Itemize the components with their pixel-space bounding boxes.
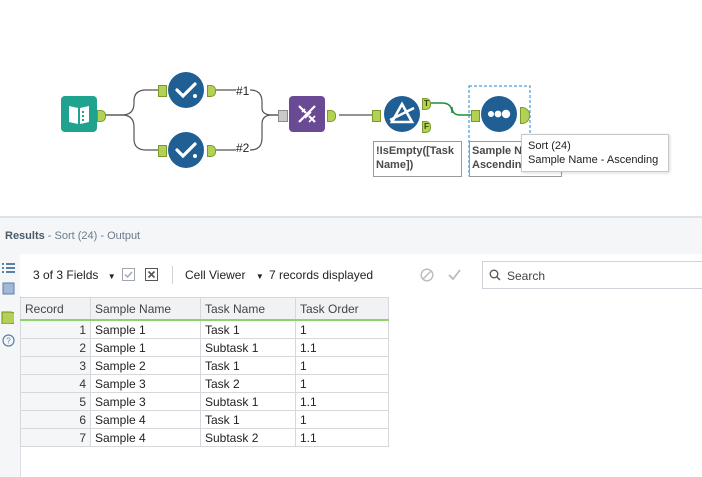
filter-triangle-icon xyxy=(389,101,415,124)
results-toolbar: 3 of 3 Fields ▼ Cell Viewer ▼ 7 records … xyxy=(20,254,702,296)
connection-lines xyxy=(100,85,531,177)
help-icon[interactable]: ? xyxy=(2,334,15,347)
search-icon xyxy=(489,269,501,281)
cell-viewer-label: Cell Viewer xyxy=(185,268,246,282)
task-order-cell[interactable]: 1 xyxy=(295,374,389,393)
table-row[interactable]: 5 Sample 3 Subtask 1 1.1 xyxy=(20,392,389,411)
book-icon xyxy=(69,106,89,124)
search-box[interactable] xyxy=(482,261,702,289)
task-order-cell[interactable]: 1 xyxy=(295,319,389,339)
column-header-task-order[interactable]: Task Order xyxy=(295,297,389,321)
dna-icon xyxy=(298,105,316,123)
table-row[interactable]: 7 Sample 4 Subtask 2 1.1 xyxy=(20,428,389,447)
search-input[interactable] xyxy=(505,266,699,286)
list-view-icon[interactable] xyxy=(2,262,15,275)
check-select-icon xyxy=(175,82,197,99)
svg-text:?: ? xyxy=(6,337,11,346)
chevron-down-icon: ▼ xyxy=(255,272,264,281)
sort-tool[interactable] xyxy=(481,96,517,132)
sample-name-cell[interactable]: Sample 4 xyxy=(90,410,201,429)
results-header: Results - Sort (24) - Output xyxy=(0,218,702,254)
task-name-cell[interactable]: Subtask 1 xyxy=(200,392,296,411)
panel-view-icon[interactable] xyxy=(2,282,15,295)
sort-dots-icon xyxy=(488,109,511,119)
union-tool[interactable] xyxy=(289,96,325,132)
input-data-tool[interactable] xyxy=(61,96,97,132)
select1-output-anchor[interactable] xyxy=(207,85,216,97)
column-header-sample-name[interactable]: Sample Name xyxy=(90,297,201,321)
task-name-cell[interactable]: Task 1 xyxy=(200,319,296,339)
record-cell[interactable]: 6 xyxy=(20,410,91,429)
grid-header-row: Record Sample Name Task Name Task Order xyxy=(20,297,389,321)
sample-name-cell[interactable]: Sample 1 xyxy=(90,319,201,339)
record-cell[interactable]: 1 xyxy=(20,319,91,339)
sort-input-anchor[interactable] xyxy=(471,110,480,122)
toolbar-separator xyxy=(172,266,173,284)
deselect-icon[interactable] xyxy=(145,268,158,281)
filter-input-anchor[interactable] xyxy=(372,110,381,122)
check-select-icon xyxy=(175,142,197,159)
task-name-cell[interactable]: Subtask 2 xyxy=(200,428,296,447)
select-tool-1[interactable] xyxy=(168,72,204,108)
results-title: Results - Sort (24) - Output xyxy=(5,230,140,242)
filter-true-anchor[interactable]: T xyxy=(422,98,431,110)
sample-name-cell[interactable]: Sample 3 xyxy=(90,374,201,393)
table-row[interactable]: 4 Sample 3 Task 2 1 xyxy=(20,374,389,393)
input-output-anchor[interactable] xyxy=(97,110,106,122)
column-header-record[interactable]: Record xyxy=(20,297,91,321)
task-name-cell[interactable]: Subtask 1 xyxy=(200,338,296,357)
table-row[interactable]: 2 Sample 1 Subtask 1 1.1 xyxy=(20,338,389,357)
union-output-anchor[interactable] xyxy=(327,110,336,122)
filter-annotation: !IsEmpty([Task Name]) xyxy=(373,141,462,177)
results-source: - Sort (24) - Output xyxy=(44,230,141,242)
table-row[interactable]: 6 Sample 4 Task 1 1 xyxy=(20,410,389,429)
sort-tooltip: Sort (24) Sample Name - Ascending xyxy=(521,134,669,172)
task-name-cell[interactable]: Task 1 xyxy=(200,356,296,375)
results-label: Results xyxy=(5,230,45,242)
record-cell[interactable]: 4 xyxy=(20,374,91,393)
cell-viewer-dropdown[interactable]: Cell Viewer ▼ xyxy=(185,268,264,282)
select2-input-anchor[interactable] xyxy=(158,145,167,157)
sample-name-cell[interactable]: Sample 1 xyxy=(90,338,201,357)
task-order-cell[interactable]: 1 xyxy=(295,356,389,375)
results-grid: Record Sample Name Task Name Task Order … xyxy=(20,297,389,447)
record-cell[interactable]: 2 xyxy=(20,338,91,357)
panel-divider[interactable] xyxy=(0,216,702,218)
table-row[interactable]: 1 Sample 1 Task 1 1 xyxy=(20,319,389,339)
connection-label-2: #2 xyxy=(236,141,250,155)
task-name-cell[interactable]: Task 1 xyxy=(200,410,296,429)
checkmark-icon[interactable] xyxy=(447,267,462,282)
sample-name-cell[interactable]: Sample 4 xyxy=(90,428,201,447)
tooltip-body: Sample Name - Ascending xyxy=(528,154,659,166)
record-cell[interactable]: 7 xyxy=(20,428,91,447)
fields-dropdown-label: 3 of 3 Fields xyxy=(33,268,99,282)
chevron-down-icon: ▼ xyxy=(107,272,116,281)
task-order-cell[interactable]: 1.1 xyxy=(295,338,389,357)
tooltip-title: Sort (24) xyxy=(528,140,571,152)
task-order-cell[interactable]: 1.1 xyxy=(295,428,389,447)
union-input-anchor[interactable] xyxy=(278,110,288,122)
record-cell[interactable]: 3 xyxy=(20,356,91,375)
cancel-circle-icon[interactable] xyxy=(420,268,434,282)
sample-name-cell[interactable]: Sample 3 xyxy=(90,392,201,411)
select1-input-anchor[interactable] xyxy=(158,85,167,97)
table-row[interactable]: 3 Sample 2 Task 1 1 xyxy=(20,356,389,375)
select2-output-anchor[interactable] xyxy=(207,145,216,157)
records-count: 7 records displayed xyxy=(269,268,374,282)
column-header-task-name[interactable]: Task Name xyxy=(200,297,296,321)
workflow-canvas[interactable]: #1 #2 T F !IsEmpty([Task Name]) xyxy=(0,0,702,216)
record-cell[interactable]: 5 xyxy=(20,392,91,411)
filter-tool[interactable] xyxy=(384,96,420,132)
select-tool-2[interactable] xyxy=(168,132,204,168)
task-order-cell[interactable]: 1 xyxy=(295,410,389,429)
connection-label-1: #1 xyxy=(236,84,250,98)
fields-dropdown[interactable]: 3 of 3 Fields ▼ xyxy=(33,268,116,282)
sample-name-cell[interactable]: Sample 2 xyxy=(90,356,201,375)
filter-false-anchor[interactable]: F xyxy=(422,121,431,133)
output-anchor-view-icon[interactable] xyxy=(1,311,14,324)
task-order-cell[interactable]: 1.1 xyxy=(295,392,389,411)
checkbox-select-icon[interactable] xyxy=(122,268,135,281)
task-name-cell[interactable]: Task 2 xyxy=(200,374,296,393)
results-left-rail: ? xyxy=(0,254,21,477)
